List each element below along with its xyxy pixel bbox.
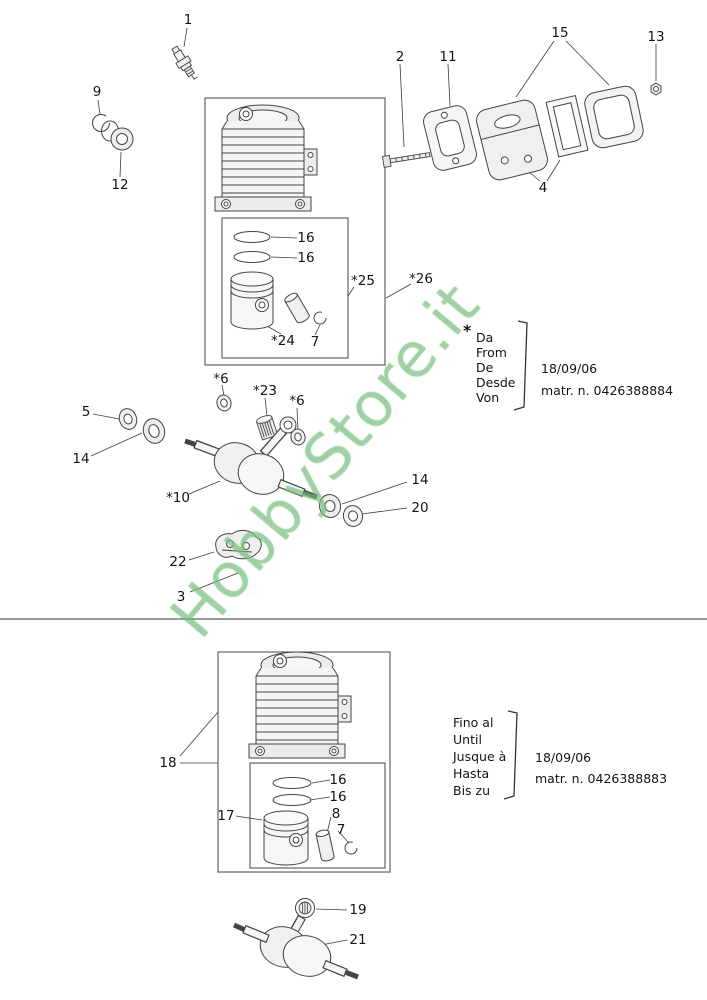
- note-from-line-en: From: [476, 345, 507, 360]
- bearing-14-left-drawing: [142, 418, 166, 444]
- callout-19: 19: [349, 902, 367, 918]
- leader-lines: [90, 27, 657, 947]
- note-from-languages: Da From De Desde Von: [476, 330, 515, 405]
- note-from-asterisk: *: [463, 321, 472, 340]
- seal-5-drawing: [118, 408, 138, 430]
- nut-drawing: [650, 82, 662, 96]
- callout-14-right: 14: [411, 472, 429, 488]
- bracket-from: [513, 320, 528, 411]
- callout-1: 1: [183, 12, 193, 28]
- callout-23: *23: [253, 383, 277, 399]
- callout-7-top: 7: [310, 334, 320, 350]
- callout-4: 4: [538, 180, 548, 196]
- callout-7-bottom: 7: [336, 822, 346, 838]
- note-from-serial: matr. n. 0426388884: [541, 383, 674, 398]
- callout-22: 22: [169, 554, 187, 570]
- note-until-languages: Fino al Until Jusque à Hasta Bis zu: [453, 714, 506, 799]
- note-from-line-de: Von: [476, 390, 500, 405]
- assembly-boxes: [204, 97, 391, 873]
- note-until-date: 18/09/06: [535, 750, 592, 765]
- crankshaft-bottom-drawing: [232, 898, 359, 980]
- callout-6-right: *6: [289, 393, 305, 409]
- cylinder-drawing-top: [214, 104, 318, 212]
- washer-6-right-drawing: [290, 428, 306, 446]
- callout-16-bottom-2: 16: [329, 789, 347, 805]
- screw-drawing: [381, 152, 431, 168]
- callout-16-top-1: 16: [297, 230, 315, 246]
- oil-seal-12-drawing: [101, 120, 134, 151]
- muffler-body-drawing: [476, 99, 548, 181]
- callout-8: 8: [331, 806, 341, 822]
- callout-18: 18: [159, 755, 177, 771]
- callout-11: 11: [439, 49, 457, 65]
- callout-24: *24: [271, 333, 295, 349]
- muffler-gasket-drawing: [423, 105, 477, 171]
- callout-14-left: 14: [72, 451, 90, 467]
- callout-13: 13: [647, 29, 665, 45]
- callout-10: *10: [166, 490, 190, 506]
- note-until-line-fr: Jusque à: [453, 749, 507, 764]
- bearing-14-right-drawing: [318, 494, 342, 518]
- callout-21: 21: [349, 932, 367, 948]
- cylinder-drawing-bottom: [248, 651, 352, 759]
- bracket-until: [503, 710, 518, 800]
- callout-25: *25: [351, 273, 375, 289]
- callout-15: 15: [551, 25, 569, 41]
- circlip-9-drawing: [91, 113, 111, 133]
- note-until-line-it: Fino al: [453, 715, 494, 730]
- callout-3: 3: [176, 589, 186, 605]
- spark-plug-drawing: [171, 45, 198, 80]
- callout-2: 2: [395, 49, 405, 65]
- piston-kit-box-bottom: [249, 762, 386, 869]
- note-from-line-it: Da: [476, 330, 494, 345]
- note-from-date: 18/09/06: [541, 361, 598, 376]
- note-until-line-de: Bis zu: [453, 783, 491, 798]
- note-from-line-es: Desde: [476, 375, 516, 390]
- callout-26: *26: [409, 271, 433, 287]
- callout-12: 12: [111, 177, 129, 193]
- callout-17: 17: [217, 808, 235, 824]
- note-until-serial: matr. n. 0426388883: [535, 771, 668, 786]
- callout-5: 5: [81, 404, 91, 420]
- bearing-20-drawing: [342, 505, 364, 527]
- note-from-line-fr: De: [476, 360, 494, 375]
- muffler-spacer-drawing: [545, 94, 589, 158]
- washer-6-left-drawing: [216, 394, 232, 412]
- note-until-line-es: Hasta: [453, 766, 490, 781]
- cylinder-kit-box-top: [204, 97, 386, 366]
- callout-9: 9: [92, 84, 102, 100]
- piston-kit-box-top: [221, 217, 349, 359]
- callout-20: 20: [411, 500, 429, 516]
- crankshaft-top-drawing: [184, 416, 318, 500]
- muffler-cover-drawing: [584, 85, 644, 149]
- callout-16-bottom-1: 16: [329, 772, 347, 788]
- callout-6-left: *6: [213, 371, 229, 387]
- piston-kit-top-drawing: [230, 231, 327, 330]
- pad-22-drawing: [215, 529, 262, 560]
- needle-bearing-23-drawing: [256, 415, 279, 441]
- piston-kit-bottom-drawing: [263, 777, 358, 866]
- note-until-line-en: Until: [453, 732, 482, 747]
- callout-16-top-2: 16: [297, 250, 315, 266]
